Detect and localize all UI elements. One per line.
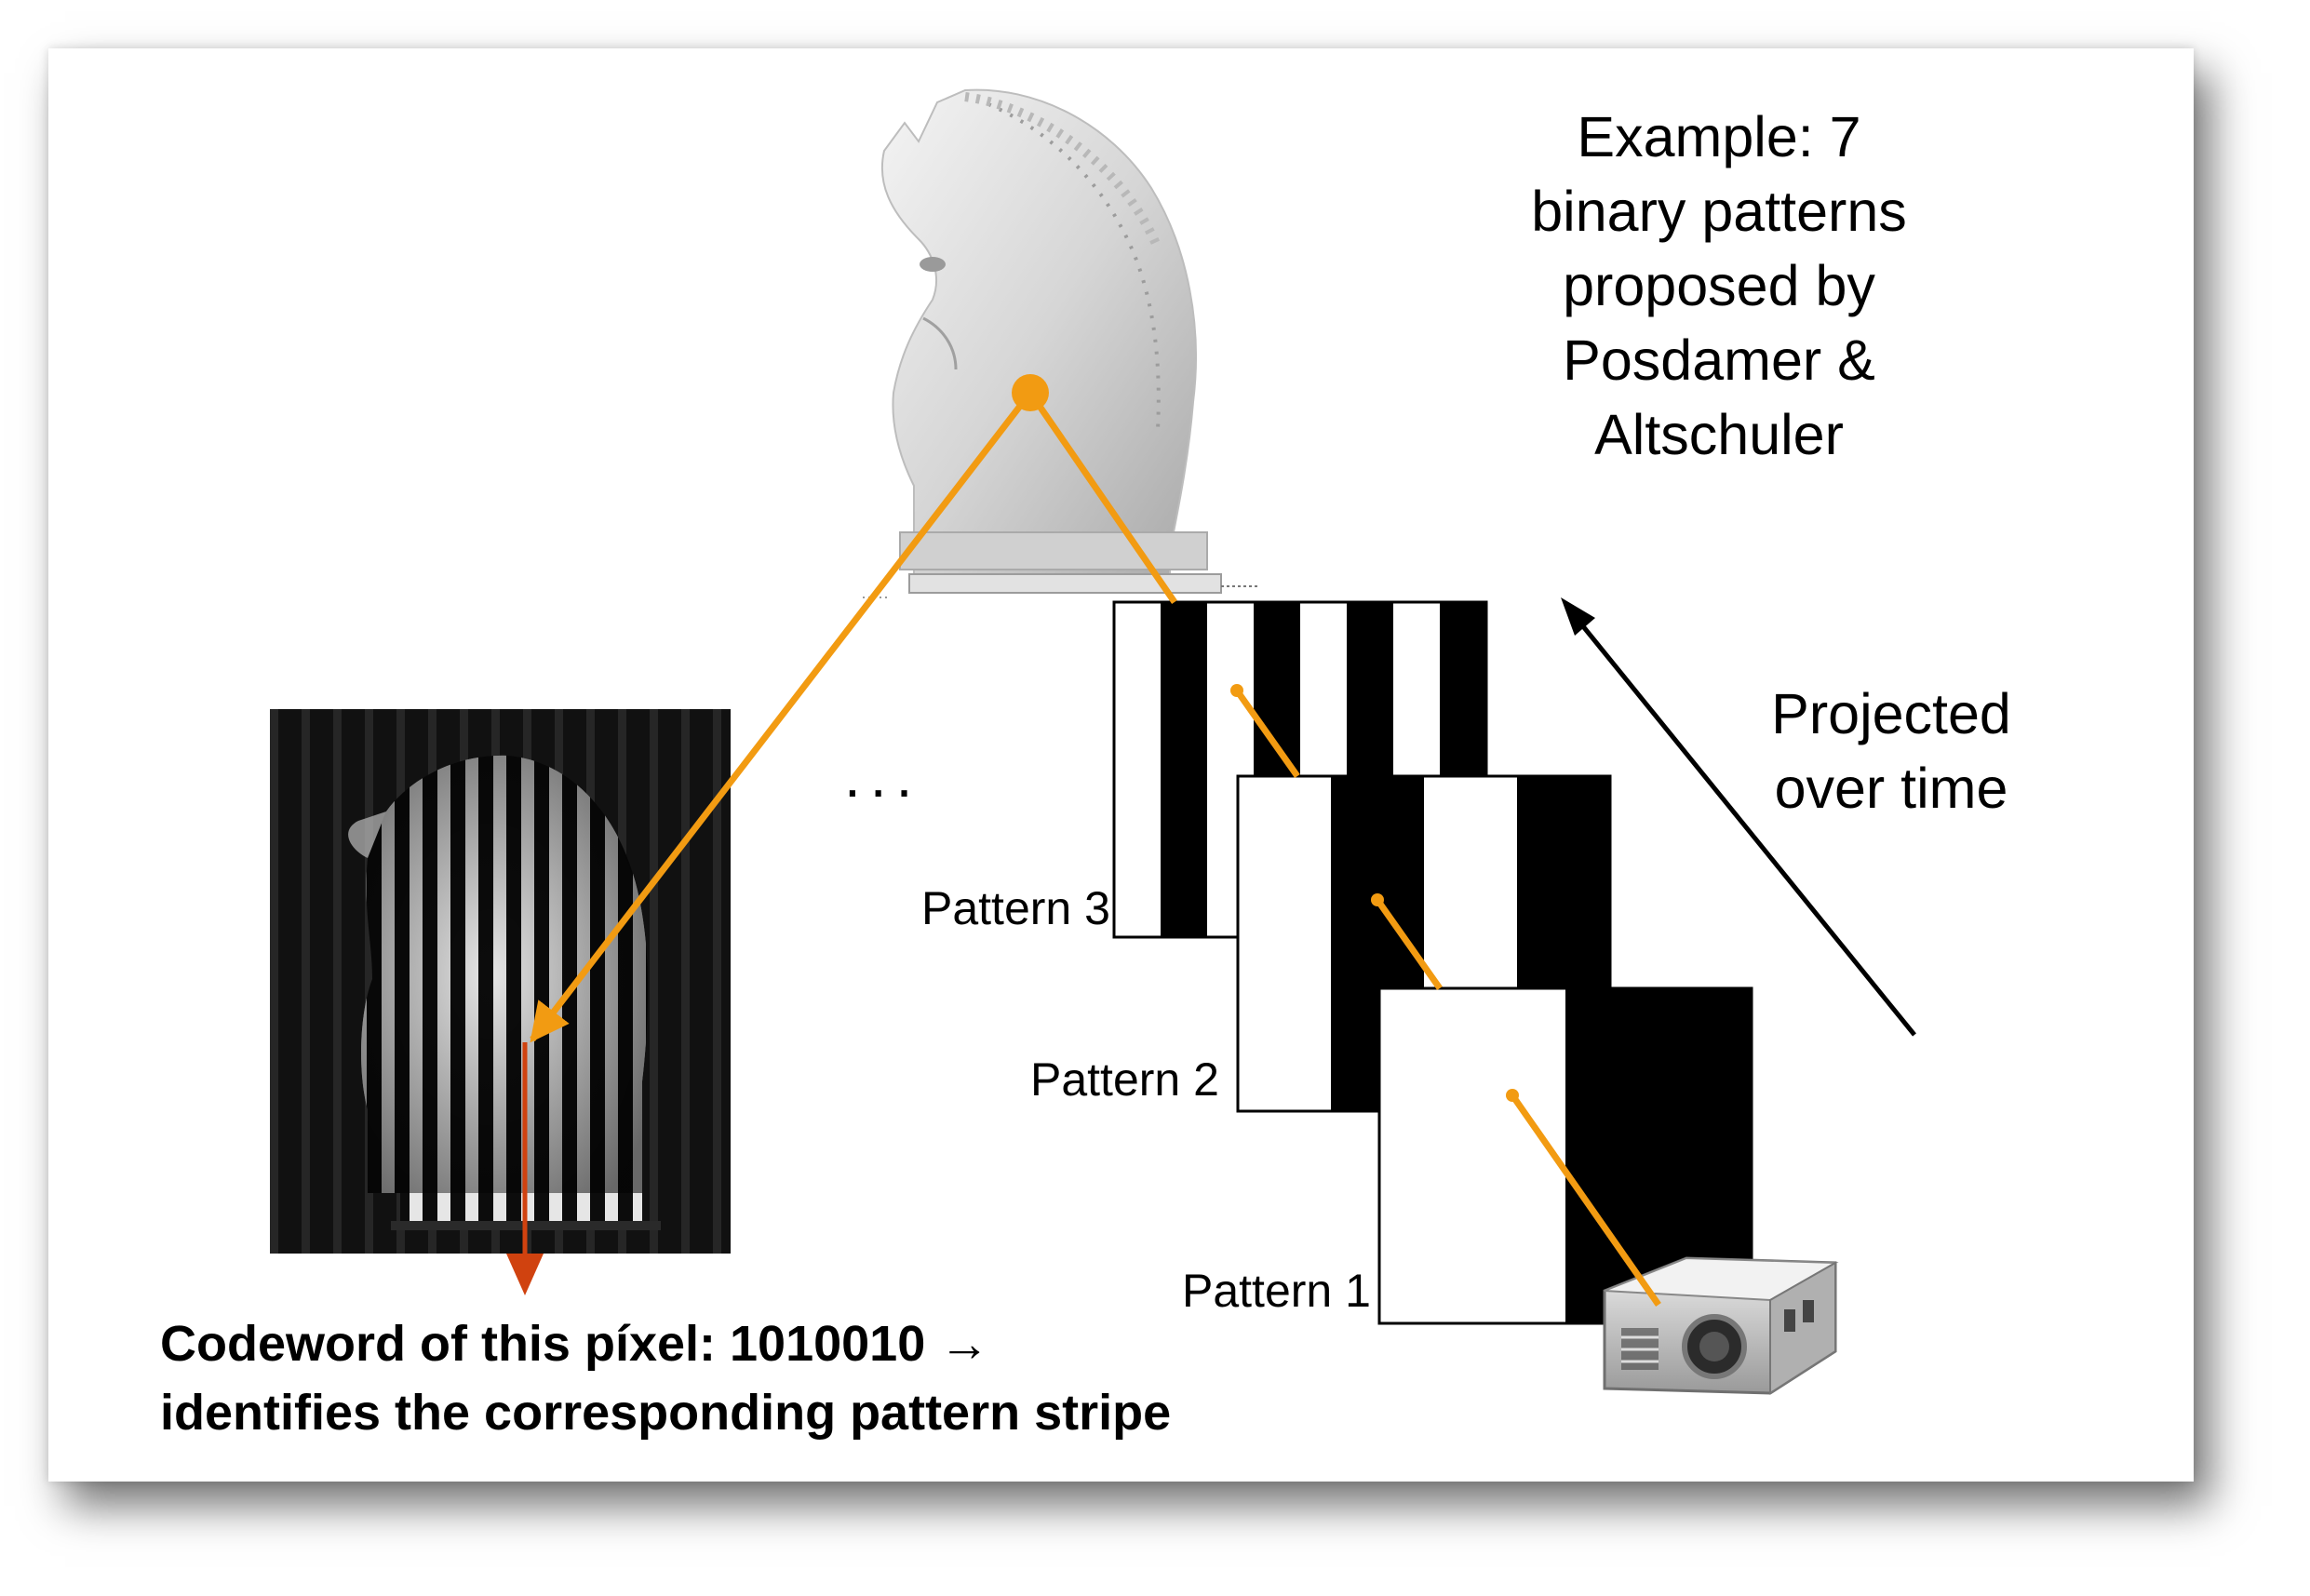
example-line-5: Altschuler	[1594, 403, 1844, 466]
projector-image	[1603, 1256, 1839, 1395]
striped-horse-camera-image	[270, 709, 731, 1254]
correspondence-rays	[530, 374, 1661, 1308]
ellipsis: ...	[844, 743, 922, 810]
projected-over-time-arrow	[1561, 597, 1916, 1037]
pattern-3-label: Pattern 3	[921, 882, 1110, 934]
example-line-1: Example: 7	[1577, 105, 1861, 168]
codeword-line-1: Codeword of this píxel: 1010010 →	[160, 1316, 990, 1372]
pattern-2-label: Pattern 2	[1030, 1053, 1219, 1106]
example-line-4: Posdamer &	[1563, 329, 1875, 392]
slide: Example: 7 binary patterns proposed by P…	[48, 48, 2194, 1482]
projected-caption: Projected over time	[1752, 677, 2031, 825]
codeword-caption: Codeword of this píxel: 1010010 → identi…	[160, 1309, 1171, 1447]
projected-line-2: over time	[1774, 757, 2008, 820]
example-line-3: proposed by	[1563, 254, 1875, 317]
horse-head-sculpture-image	[863, 88, 1258, 598]
pattern-1-label: Pattern 1	[1182, 1265, 1371, 1317]
codeword-arrow	[506, 1042, 544, 1295]
example-caption: Example: 7 binary patterns proposed by P…	[1254, 100, 2184, 472]
codeword-line-2: identifies the corresponding pattern str…	[160, 1385, 1172, 1441]
example-line-2: binary patterns	[1531, 180, 1907, 243]
projected-line-1: Projected	[1771, 682, 2011, 745]
diagram-canvas	[270, 88, 1916, 1395]
